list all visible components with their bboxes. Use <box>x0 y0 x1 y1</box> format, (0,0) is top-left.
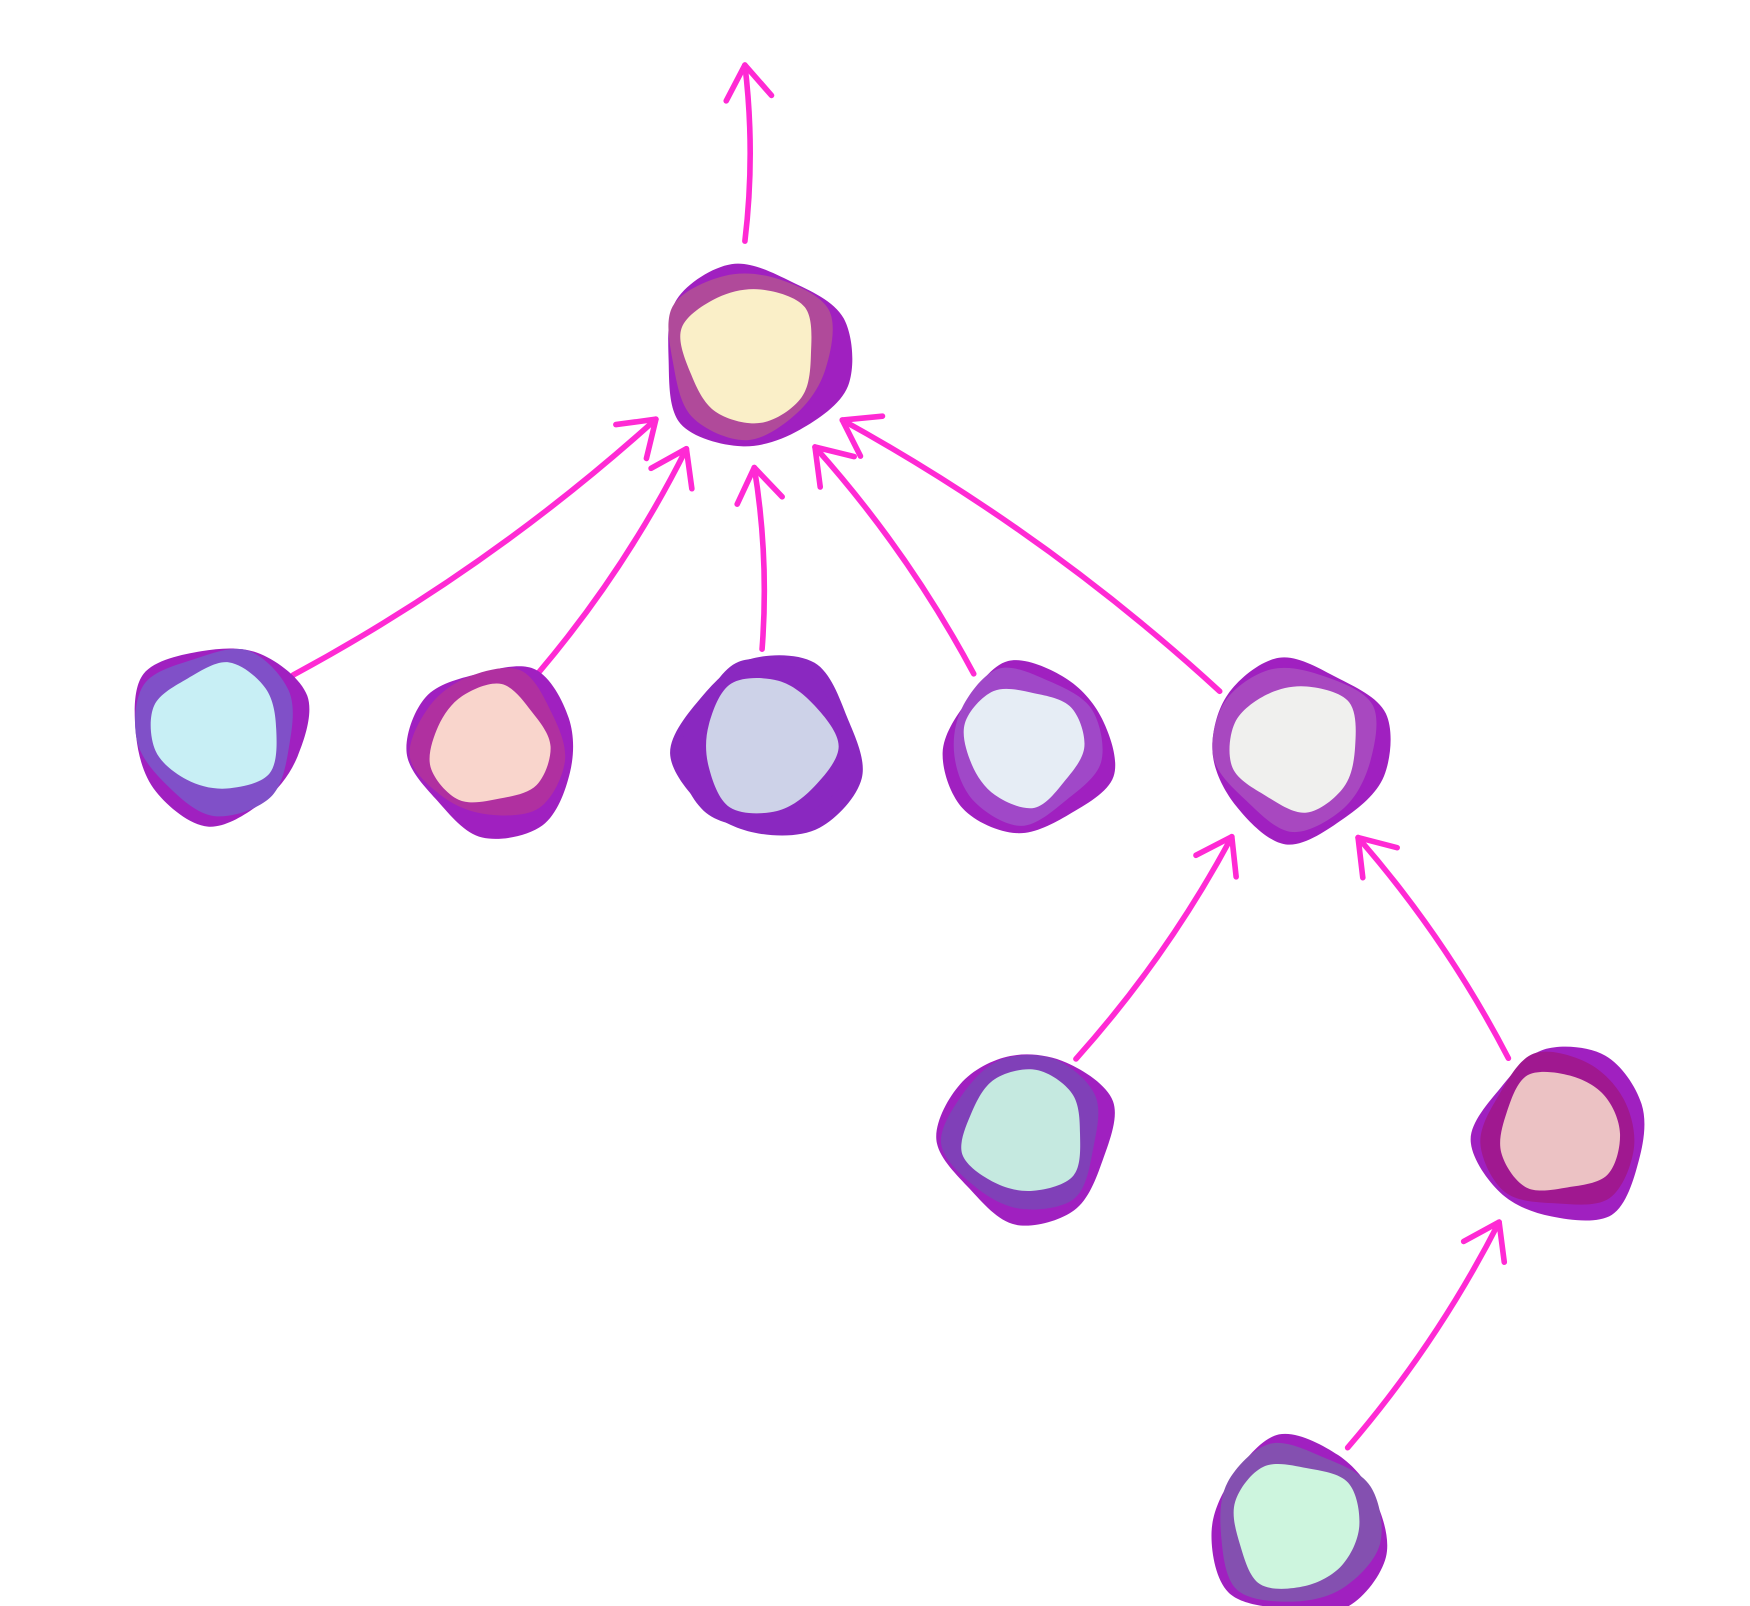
arrowhead-icon <box>734 464 785 507</box>
node-grandchild-1[interactable] <box>936 1054 1115 1226</box>
edge-line <box>290 416 659 678</box>
arrowhead-icon <box>1460 1219 1508 1265</box>
arrowhead-icon <box>648 445 695 492</box>
node-child-3[interactable] <box>670 655 863 836</box>
node-fill <box>706 678 839 814</box>
edge-line <box>839 417 1223 695</box>
edge-grandchild-1-to-child-5 <box>1073 833 1239 1062</box>
edge-line <box>535 445 690 676</box>
root-output-arrow <box>723 62 775 244</box>
node-root[interactable] <box>668 263 853 447</box>
edges-layer <box>290 62 1512 1451</box>
node-fill <box>961 1069 1081 1191</box>
node-fill <box>1500 1071 1621 1191</box>
edge-line <box>1355 834 1512 1062</box>
edge-grandchild-2-to-child-5 <box>1355 834 1512 1062</box>
edge-child-5-to-root <box>839 413 1223 695</box>
edge-line <box>1073 833 1235 1062</box>
node-grandchild-2[interactable] <box>1470 1046 1645 1221</box>
node-fill <box>429 683 551 803</box>
node-great-grandchild-1[interactable] <box>1211 1433 1388 1606</box>
edge-line <box>812 444 977 677</box>
node-child-4[interactable] <box>942 660 1116 834</box>
arrowhead-icon <box>839 413 886 459</box>
nodes-layer <box>134 263 1645 1606</box>
arrowhead-icon <box>1355 834 1400 881</box>
edge-child-3-to-root <box>734 464 785 652</box>
arrowhead-icon <box>1193 833 1239 880</box>
node-child-5[interactable] <box>1212 657 1391 845</box>
arrowhead-icon <box>723 62 775 104</box>
node-fill <box>1233 1464 1360 1589</box>
edge-line <box>1344 1219 1502 1451</box>
node-fill <box>963 688 1085 809</box>
arrowhead-icon <box>812 444 858 490</box>
node-fill <box>1229 686 1356 813</box>
arrowhead-icon <box>613 416 659 462</box>
edge-child-4-to-root <box>812 444 977 677</box>
edge-line <box>751 464 768 652</box>
edge-child-2-to-root <box>535 445 695 676</box>
edge-great-grandchild-1-to-grandchild-2 <box>1344 1219 1508 1451</box>
node-child-2[interactable] <box>406 666 574 839</box>
node-child-1[interactable] <box>134 648 310 827</box>
node-fill <box>680 289 812 424</box>
edge-child-1-to-root <box>290 416 659 678</box>
node-fill <box>150 662 277 789</box>
edge-line <box>742 62 753 244</box>
